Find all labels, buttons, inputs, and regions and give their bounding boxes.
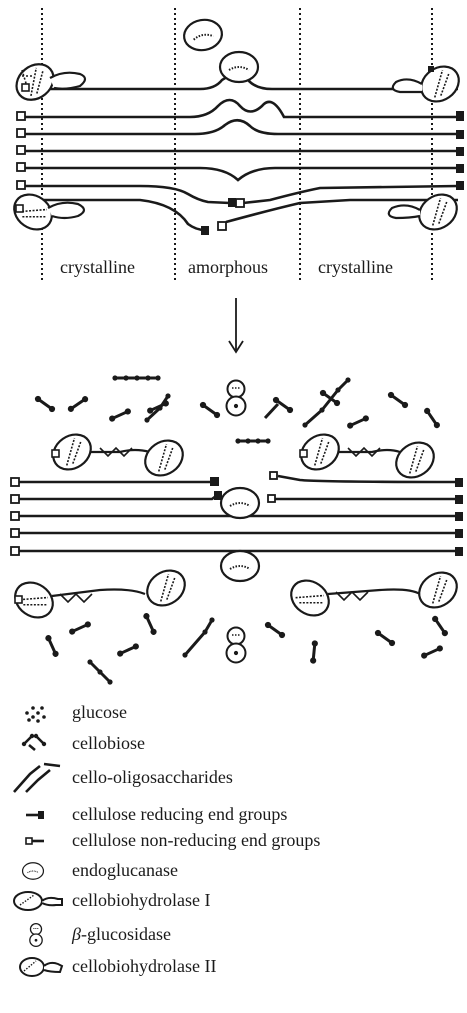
- top-panel: [7, 8, 465, 282]
- cbh-mid-left: [46, 427, 189, 482]
- cbh-bottom-right: [389, 187, 464, 236]
- legend-label-non-reducing-end: cellulose non-reducing end groups: [72, 830, 320, 851]
- cbh-top-left: [9, 57, 85, 107]
- region-label-amorphous: amorphous: [188, 257, 268, 278]
- region-label-crystalline-right: crystalline: [318, 257, 393, 278]
- cbh-low-right: [284, 565, 463, 622]
- legend-label-cellobiose: cellobiose: [72, 733, 145, 754]
- cellobiohydrolase-ii-icon: [20, 958, 62, 976]
- legend-icons: [14, 706, 62, 976]
- region-label-crystalline-left: crystalline: [60, 257, 135, 278]
- legend-label-glucose: glucose: [72, 702, 127, 723]
- cbh-low-left: [8, 563, 191, 624]
- non-reducing-end-icon: [26, 838, 44, 844]
- legend-label-endoglucanase: endoglucanase: [72, 860, 178, 881]
- cbh-top-right: [393, 59, 466, 108]
- legend-label-cellobiohydrolase-ii: cellobiohydrolase II: [72, 956, 216, 977]
- legend-label-beta-glucosidase: β-glucosidase: [72, 924, 171, 945]
- legend-label-cellobiohydrolase-i: cellobiohydrolase I: [72, 890, 210, 911]
- reducing-end-icon: [26, 811, 44, 819]
- cello-oligosaccharides-icon: [14, 764, 60, 792]
- endoglucanase-icon: [23, 863, 44, 880]
- cellobiohydrolase-i-icon: [14, 892, 62, 910]
- glucose-icon: [25, 706, 46, 723]
- legend-label-cello-oligosaccharides: cello-oligosaccharides: [72, 767, 233, 788]
- beta-glucosidase-icon: [30, 924, 42, 947]
- transition-arrow: [229, 298, 243, 352]
- bottom-panel: [8, 375, 463, 684]
- legend-label-reducing-end: cellulose reducing end groups: [72, 804, 287, 825]
- cellobiose-icon: [22, 734, 46, 750]
- cbh-mid-right: [294, 427, 440, 484]
- cbh-bottom-left: [7, 187, 84, 236]
